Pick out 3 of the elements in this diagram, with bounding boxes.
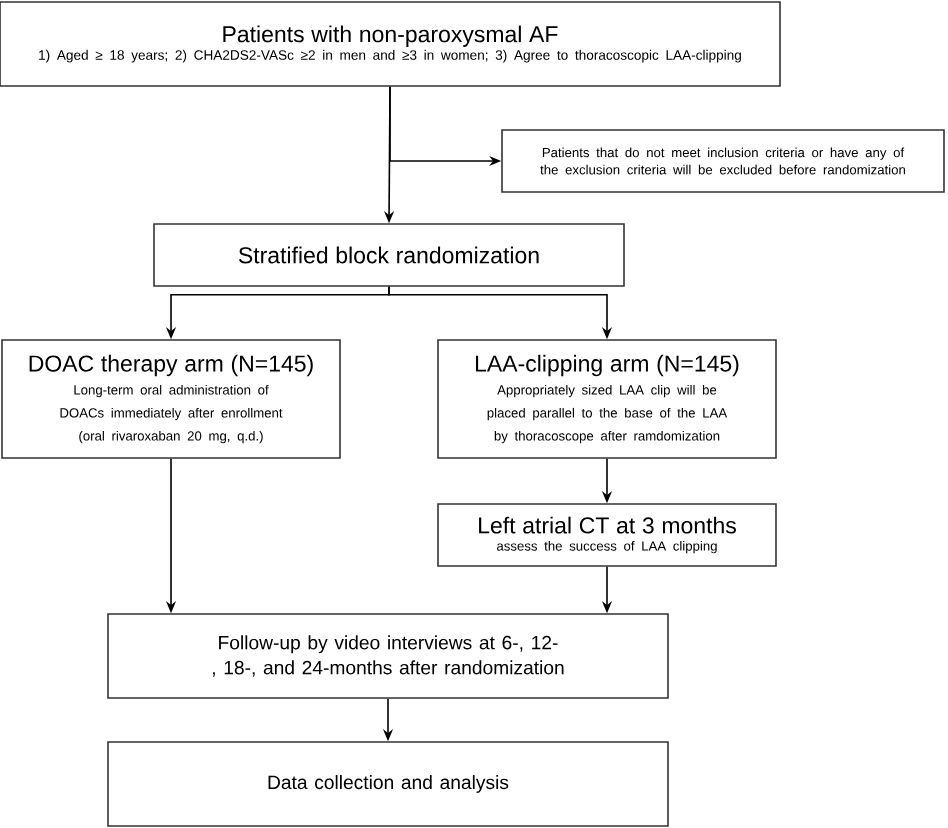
process-box: Data collection and analysis: [107, 741, 669, 827]
process-box: Follow-up by video interviews at 6-, 12-, 18-, and 24-months after randomization: [107, 613, 669, 699]
process-box: Stratified block randomization: [153, 223, 625, 287]
